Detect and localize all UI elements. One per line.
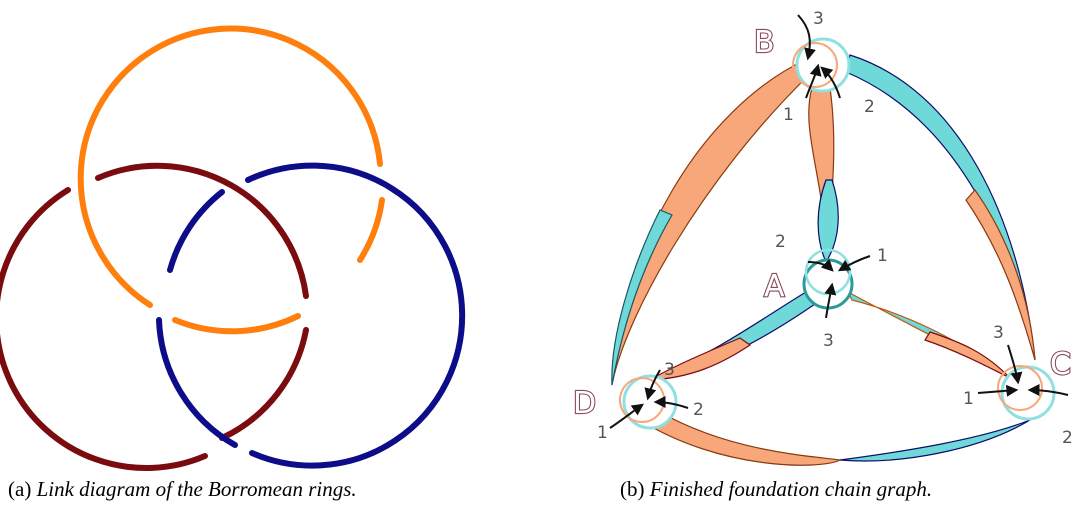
port-C-3: 3 xyxy=(993,323,1004,343)
port-arrows xyxy=(609,14,1069,429)
port-B-2: 2 xyxy=(864,97,875,117)
ribbon-B-C-peach xyxy=(965,189,1036,361)
port-D-1: 1 xyxy=(597,423,608,443)
port-B-1: 1 xyxy=(783,105,794,125)
orange-ring xyxy=(77,25,385,335)
port-C-1: 1 xyxy=(963,389,974,409)
arrow-B-3 xyxy=(797,14,816,61)
node-B-inner xyxy=(792,42,838,88)
arrow-C-2 xyxy=(1027,384,1069,397)
node-B-circle xyxy=(795,37,851,93)
node-C-label: C xyxy=(1050,347,1071,382)
caption-a-tag: (a) xyxy=(8,477,37,501)
caption-a: (a) Link diagram of the Borromean rings. xyxy=(8,477,357,502)
chain-graph: B A D C 3 1 2 2 1 3 3 2 1 3 1 2 xyxy=(572,9,1072,466)
borromean-rings-diagram xyxy=(0,25,466,472)
port-D-2: 2 xyxy=(693,400,704,420)
port-A-3: 3 xyxy=(823,331,834,351)
node-D-label: D xyxy=(573,386,596,421)
arrow-B-2 xyxy=(820,66,841,99)
port-A-1: 1 xyxy=(877,246,888,266)
node-B-label: B xyxy=(754,25,775,60)
arrow-A-3 xyxy=(824,282,837,319)
arrow-A-1 xyxy=(837,255,871,272)
node-C-inner xyxy=(997,365,1043,411)
arrow-C-3 xyxy=(1007,344,1023,385)
port-A-2: 2 xyxy=(775,232,786,252)
node-A-label: A xyxy=(764,269,785,304)
navy-ring xyxy=(156,162,466,469)
port-B-3: 3 xyxy=(813,9,824,29)
arrow-D-2 xyxy=(653,396,689,409)
arrow-B-1 xyxy=(805,63,822,99)
caption-a-text: Link diagram of the Borromean rings. xyxy=(36,477,357,501)
ribbon-D-C-teal xyxy=(839,419,1031,462)
port-D-3: 3 xyxy=(664,360,675,380)
ribbon-B-D-teal xyxy=(611,209,673,386)
caption-b-tag: (b) xyxy=(620,477,650,501)
port-C-2: 2 xyxy=(1062,428,1072,448)
arrow-D-3 xyxy=(644,369,661,401)
caption-b-text: Finished foundation chain graph. xyxy=(649,477,933,501)
ribbon-B-D xyxy=(611,59,813,386)
arrow-C-1 xyxy=(977,384,1019,397)
maroon-ring xyxy=(0,162,309,472)
caption-b: (b) Finished foundation chain graph. xyxy=(620,477,932,502)
arrow-A-2 xyxy=(807,258,834,272)
node-C-circle xyxy=(1000,365,1056,421)
arrow-D-1 xyxy=(609,403,644,429)
